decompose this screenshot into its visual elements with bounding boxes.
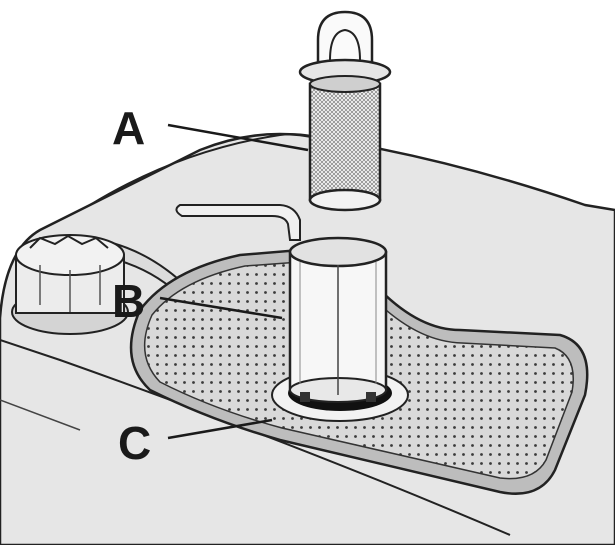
callout-label-b: B (112, 275, 146, 327)
callout-b-leader (159, 296, 283, 320)
removable-micro-filter (298, 10, 392, 212)
coarse-filter-cup (175, 204, 388, 403)
spray-arm-hub (11, 234, 192, 335)
callout-label-a: A (112, 102, 146, 154)
callout-label-c: C (118, 417, 152, 469)
callout-c-leader (167, 418, 273, 440)
callout-a-leader (167, 123, 309, 152)
